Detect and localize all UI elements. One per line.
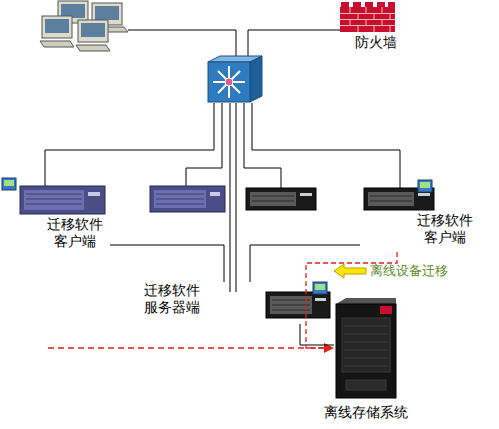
device-node: 迁移软件 客户端 [15, 182, 110, 252]
software-badge [4, 180, 14, 186]
device-label: 迁移软件 客户端 [415, 212, 475, 246]
server-icon [250, 192, 296, 206]
switch-icon [208, 56, 262, 102]
workstation-group [42, 16, 72, 38]
migration-arrow [334, 264, 366, 278]
server-icon [246, 188, 316, 210]
server-icon [418, 193, 430, 196]
device-node: 迁移软件 客户端 [360, 180, 485, 252]
tape-library-icon [336, 304, 396, 398]
device-node: 离线存储系统 [334, 296, 398, 426]
switch-icon [225, 78, 233, 86]
workstation-group [76, 45, 110, 51]
network-wire [244, 103, 281, 188]
device-node: 迁移软件 服务器端 [138, 282, 332, 324]
server-icon [270, 296, 312, 314]
network-wire [230, 103, 231, 292]
server-icon [88, 192, 100, 196]
tape-library-icon [342, 318, 390, 372]
connector-line [110, 245, 224, 282]
device-label: 迁移软件 客户端 [45, 216, 105, 250]
connector-line [306, 252, 397, 348]
annotation-label: 离线设备迁移 [370, 263, 448, 279]
network-wire [252, 103, 400, 188]
server-icon [266, 292, 330, 318]
switch-icon [208, 62, 250, 102]
workstation-group [40, 1, 128, 51]
server-icon [20, 186, 105, 214]
network-wire [186, 103, 222, 186]
software-badge [420, 182, 430, 188]
tape-library-icon [336, 298, 396, 304]
workstation-group [45, 19, 69, 33]
firewall-icon [365, 2, 373, 7]
workstation-group [81, 23, 105, 37]
server-icon [154, 190, 206, 208]
network-wire [45, 30, 400, 292]
connector-line [250, 245, 360, 282]
server-icon [272, 300, 310, 310]
network-wire [128, 30, 236, 60]
software-badge [2, 178, 16, 190]
server-icon [370, 196, 412, 201]
device-node: 防火墙 [338, 4, 400, 52]
firewall-icon [341, 2, 349, 7]
server-icon [24, 190, 84, 210]
server-icon [26, 194, 82, 204]
switch-icon [250, 56, 262, 102]
device-label: 迁移软件 服务器端 [142, 282, 202, 316]
server-icon [368, 192, 414, 206]
software-badge [313, 282, 327, 294]
device-label: 离线存储系统 [308, 404, 424, 421]
firewall-icon [340, 7, 395, 32]
workstation-group [40, 41, 74, 47]
server-icon [210, 192, 220, 196]
server-icon [150, 186, 225, 212]
device-label: 防火墙 [352, 34, 400, 51]
switch-icon [213, 66, 245, 98]
tape-library-icon [380, 306, 392, 314]
server-icon [315, 298, 326, 301]
firewall-icon [340, 2, 395, 32]
workstation-group [95, 6, 119, 20]
firewall-icon [388, 2, 395, 7]
software-badge [315, 284, 325, 290]
connector-line [300, 324, 334, 345]
server-icon [300, 193, 312, 196]
firewall-icon [353, 2, 361, 7]
migration-arrow [324, 343, 334, 353]
tape-library-icon [344, 326, 388, 366]
tape-library-icon [346, 380, 386, 390]
firewall-icon [340, 7, 395, 32]
server-icon [156, 194, 204, 204]
firewall-icon [377, 2, 385, 7]
migration-arrow [48, 264, 366, 353]
tape-library-icon [336, 298, 396, 398]
server-icon [252, 196, 294, 201]
migration-arrow [48, 347, 326, 348]
workstation-group [78, 20, 108, 42]
network-wire [45, 103, 214, 186]
software-badge [418, 180, 432, 192]
server-icon [20, 186, 434, 318]
software-badge [2, 178, 432, 294]
network-wire [236, 103, 237, 292]
